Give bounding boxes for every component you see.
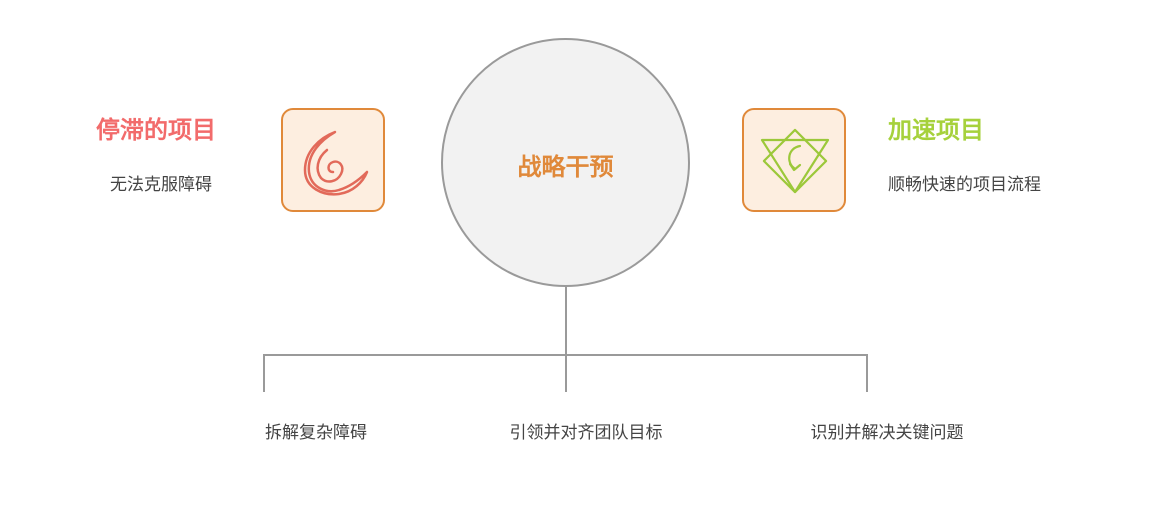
accelerate-arrow-diamond-icon <box>760 128 830 194</box>
branch-label-left: 拆解复杂障碍 <box>265 423 367 443</box>
stalled-project-title: 停滞的项目 <box>96 116 216 144</box>
strategic-intervention-label: 战略干预 <box>517 153 614 181</box>
accelerate-project-title: 加速项目 <box>888 116 984 144</box>
accelerate-project-subtitle: 顺畅快速的项目流程 <box>888 175 1041 195</box>
strategic-intervention-circle: 战略干预 <box>441 38 690 287</box>
branch-label-right: 识别并解决关键问题 <box>810 423 964 443</box>
spiral-swirl-icon <box>303 130 369 196</box>
accelerate-project-icon-box <box>742 108 846 212</box>
stalled-project-subtitle: 无法克服障碍 <box>110 175 212 195</box>
branch-label-center: 引领并对齐团队目标 <box>509 423 663 443</box>
stalled-project-icon-box <box>281 108 385 212</box>
